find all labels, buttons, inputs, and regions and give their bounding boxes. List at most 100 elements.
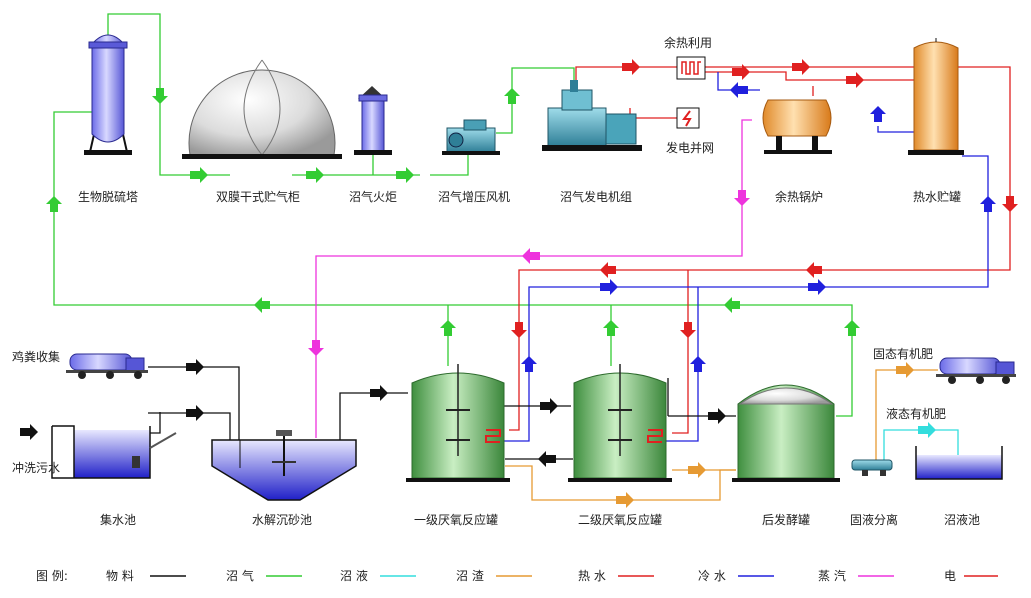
solid-liquid-separator	[851, 459, 893, 476]
flow-arrow-cold-1	[730, 82, 748, 98]
flow-arrow-slurry-1	[918, 422, 936, 438]
flow-arrow-material-1	[186, 359, 204, 375]
flow-arrow-hot-1	[622, 59, 640, 75]
flow-arrow-cold-3	[980, 196, 996, 212]
flow-arrow-hot-2	[732, 64, 750, 80]
label-hydrolysis-pool: 水解沉砂池	[252, 513, 312, 527]
manure-truck	[66, 353, 148, 379]
flow-arrow-material-4	[540, 398, 558, 414]
flow-arrow-material-3	[370, 385, 388, 401]
legend-item-electricity: 电	[944, 569, 998, 583]
legend-label-hot-water: 热 水	[578, 569, 606, 583]
legend-item-biogas: 沼 气	[226, 568, 302, 583]
flow-arrow-material-2	[186, 405, 204, 421]
electric-pipes	[629, 108, 677, 119]
flow-arrow-cold-4	[808, 279, 826, 295]
flow-arrow-cold-7	[690, 356, 706, 372]
label-wash-water: 冲洗污水	[12, 460, 60, 475]
label-reactor-1: 一级厌氧反应罐	[414, 512, 498, 527]
flow-arrow-steam-1	[734, 190, 750, 206]
gas-holder	[182, 59, 342, 159]
label-blower: 沼气增压风机	[438, 189, 510, 204]
label-gas-holder: 双膜干式贮气柜	[216, 189, 300, 204]
collection-pool	[51, 425, 177, 479]
legend-item-steam: 蒸 汽	[818, 568, 894, 583]
flow-arrow-cold-6	[521, 356, 537, 372]
legend-item-cold-water: 冷 水	[698, 569, 774, 583]
label-desulfurization-tower: 生物脱硫塔	[78, 189, 138, 204]
flow-arrow-steam-3	[308, 340, 324, 356]
flow-arrow-biogas-2	[190, 167, 208, 183]
flow-arrow-cold-2	[870, 106, 886, 122]
waste-heat-exchanger	[676, 56, 706, 80]
flow-arrow-hot-6	[806, 262, 822, 278]
legend-item-hot-water: 热 水	[578, 569, 654, 583]
legend-item-digestate: 沼 渣	[456, 569, 532, 583]
flow-arrow-hot-9	[680, 322, 696, 338]
label-generator: 沼气发电机组	[560, 189, 632, 204]
flow-arrow-hot-5	[1002, 196, 1018, 212]
flow-arrow-biogas-4	[396, 167, 414, 183]
flow-arrow-biogas-9	[440, 320, 456, 336]
label-collection-pool: 集水池	[100, 512, 136, 527]
flow-arrow-biogas-3	[306, 167, 324, 183]
label-hot-water-tank: 热水贮罐	[913, 189, 961, 204]
flow-arrow-digestate-2	[688, 462, 706, 478]
legend-label-biogas: 沼 气	[226, 568, 254, 583]
flow-arrow-material-6	[538, 451, 556, 467]
flow-arrow-hot-3	[792, 59, 810, 75]
label-solid-fertilizer: 固态有机肥	[873, 347, 933, 361]
waste-heat-boiler	[762, 99, 832, 154]
legend-label-digestate: 沼 渣	[456, 569, 484, 583]
flow-arrow-biogas-10	[603, 320, 619, 336]
flow-arrow-biogas-8	[724, 297, 740, 313]
flow-arrow-cold-5	[600, 279, 618, 295]
flow-arrows	[20, 59, 1018, 508]
legend-label-electricity: 电	[944, 569, 956, 583]
label-manure-collection: 鸡粪收集	[12, 349, 60, 364]
flow-arrow-digestate-1	[616, 492, 634, 508]
legend-label-slurry: 沼 液	[340, 568, 368, 583]
labels: 生物脱硫塔 双膜干式贮气柜 沼气火炬 沼气增压风机 沼气发电机组 余热利用 发电…	[12, 35, 980, 527]
legend-title: 图 例:	[36, 569, 68, 583]
flow-arrow-material-7	[20, 424, 38, 440]
legend-label-material: 物 料	[106, 569, 134, 583]
legend-item-slurry: 沼 液	[340, 568, 416, 583]
label-post-fermentation: 后发酵罐	[762, 512, 810, 527]
flow-arrow-biogas-7	[254, 297, 270, 313]
label-flare: 沼气火炬	[349, 189, 397, 204]
desulfurization-tower	[84, 34, 132, 155]
flow-arrow-biogas-11	[844, 320, 860, 336]
slurry-pool	[915, 446, 1003, 480]
flow-arrow-hot-4	[846, 72, 864, 88]
blower	[442, 119, 500, 155]
flow-arrow-biogas-1	[152, 88, 168, 104]
flow-arrow-digestate-3	[896, 362, 914, 378]
reactor-1	[406, 364, 510, 482]
steam-pipes	[315, 119, 752, 438]
generator-set	[542, 80, 642, 151]
flow-arrow-hot-7	[600, 262, 616, 278]
reactor-2	[568, 364, 672, 482]
flow-arrow-hot-8	[511, 322, 527, 338]
label-waste-heat-use: 余热利用	[664, 35, 712, 50]
label-waste-heat-boiler: 余热锅炉	[775, 189, 823, 204]
label-reactor-2: 二级厌氧反应罐	[578, 512, 662, 527]
flow-arrow-biogas-6	[46, 196, 62, 212]
grid-connection	[676, 107, 700, 129]
hot-water-tank	[908, 38, 964, 155]
legend-item-material: 物 料	[106, 569, 186, 583]
flow-arrow-steam-2	[522, 248, 540, 264]
label-liquid-fertilizer: 液态有机肥	[886, 406, 946, 421]
legend-label-steam: 蒸 汽	[818, 568, 846, 583]
hydrolysis-pool	[211, 430, 357, 501]
post-fermentation-tank	[732, 384, 840, 482]
label-slurry-pool: 沼液池	[944, 512, 980, 527]
legend-label-cold-water: 冷 水	[698, 569, 726, 583]
label-separator: 固液分离	[850, 512, 898, 527]
flow-arrow-material-5	[708, 408, 726, 424]
flow-arrow-biogas-5	[504, 88, 520, 104]
label-grid: 发电并网	[666, 140, 714, 155]
